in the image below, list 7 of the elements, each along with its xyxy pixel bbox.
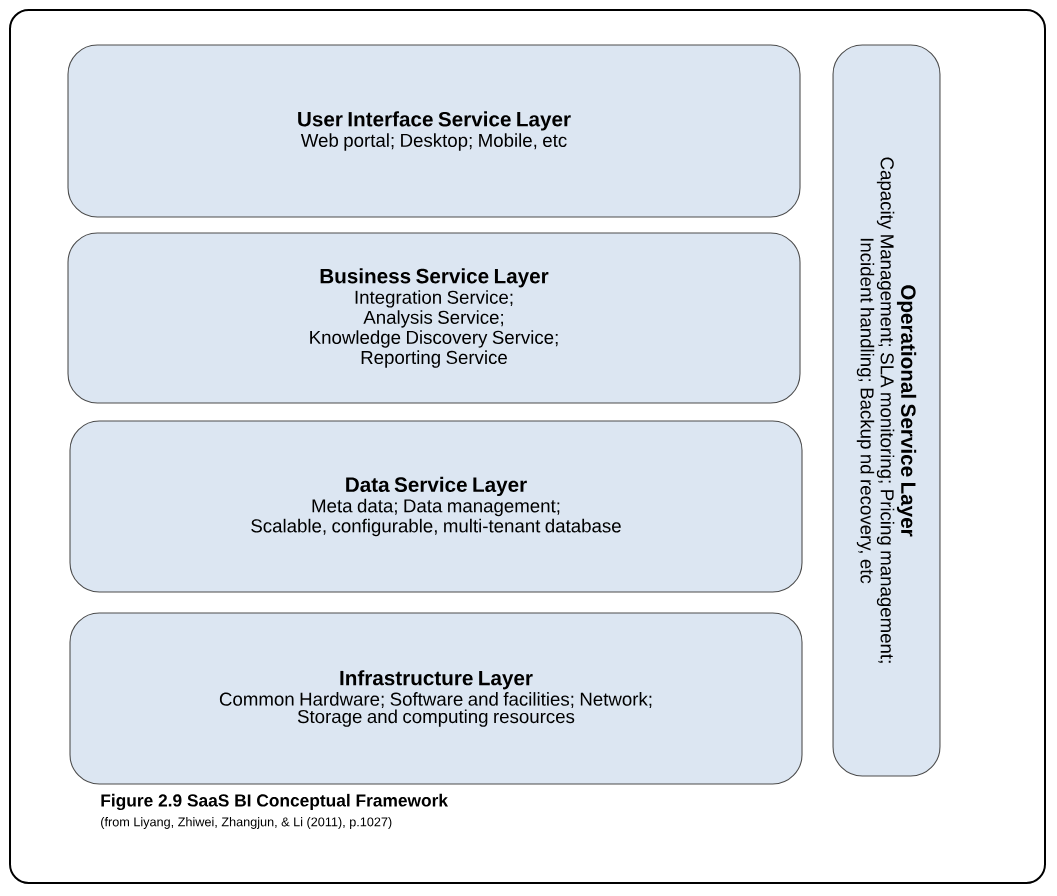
figure-caption: Figure 2.9 SaaS BI Conceptual Framework [101,793,448,811]
layer-box: User Interface Service Layer Web portal; Desktop; Mobile, etc [67,44,801,218]
layer-box: Data Service Layer Meta data; Data management; Scalable, configurable, multi-tenant database [69,420,803,593]
source-note: (from Liyang, Zhiwei, Zhangjun, & Li (2011), p.1027) [101,817,392,829]
layer-box: Business Service Layer Integration Service; Analysis Service; Knowledge Discovery Service; Reporting Service [67,232,801,404]
layer-box: Operational Service Layer Capacity Management; SLA monitoring; Pricing management; Incident handling; Backup nd recovery, etc [832,44,941,777]
layer-box: Infrastructure Layer Common Hardware; Software and facilities; Network; Storage and computing resources [69,612,803,785]
